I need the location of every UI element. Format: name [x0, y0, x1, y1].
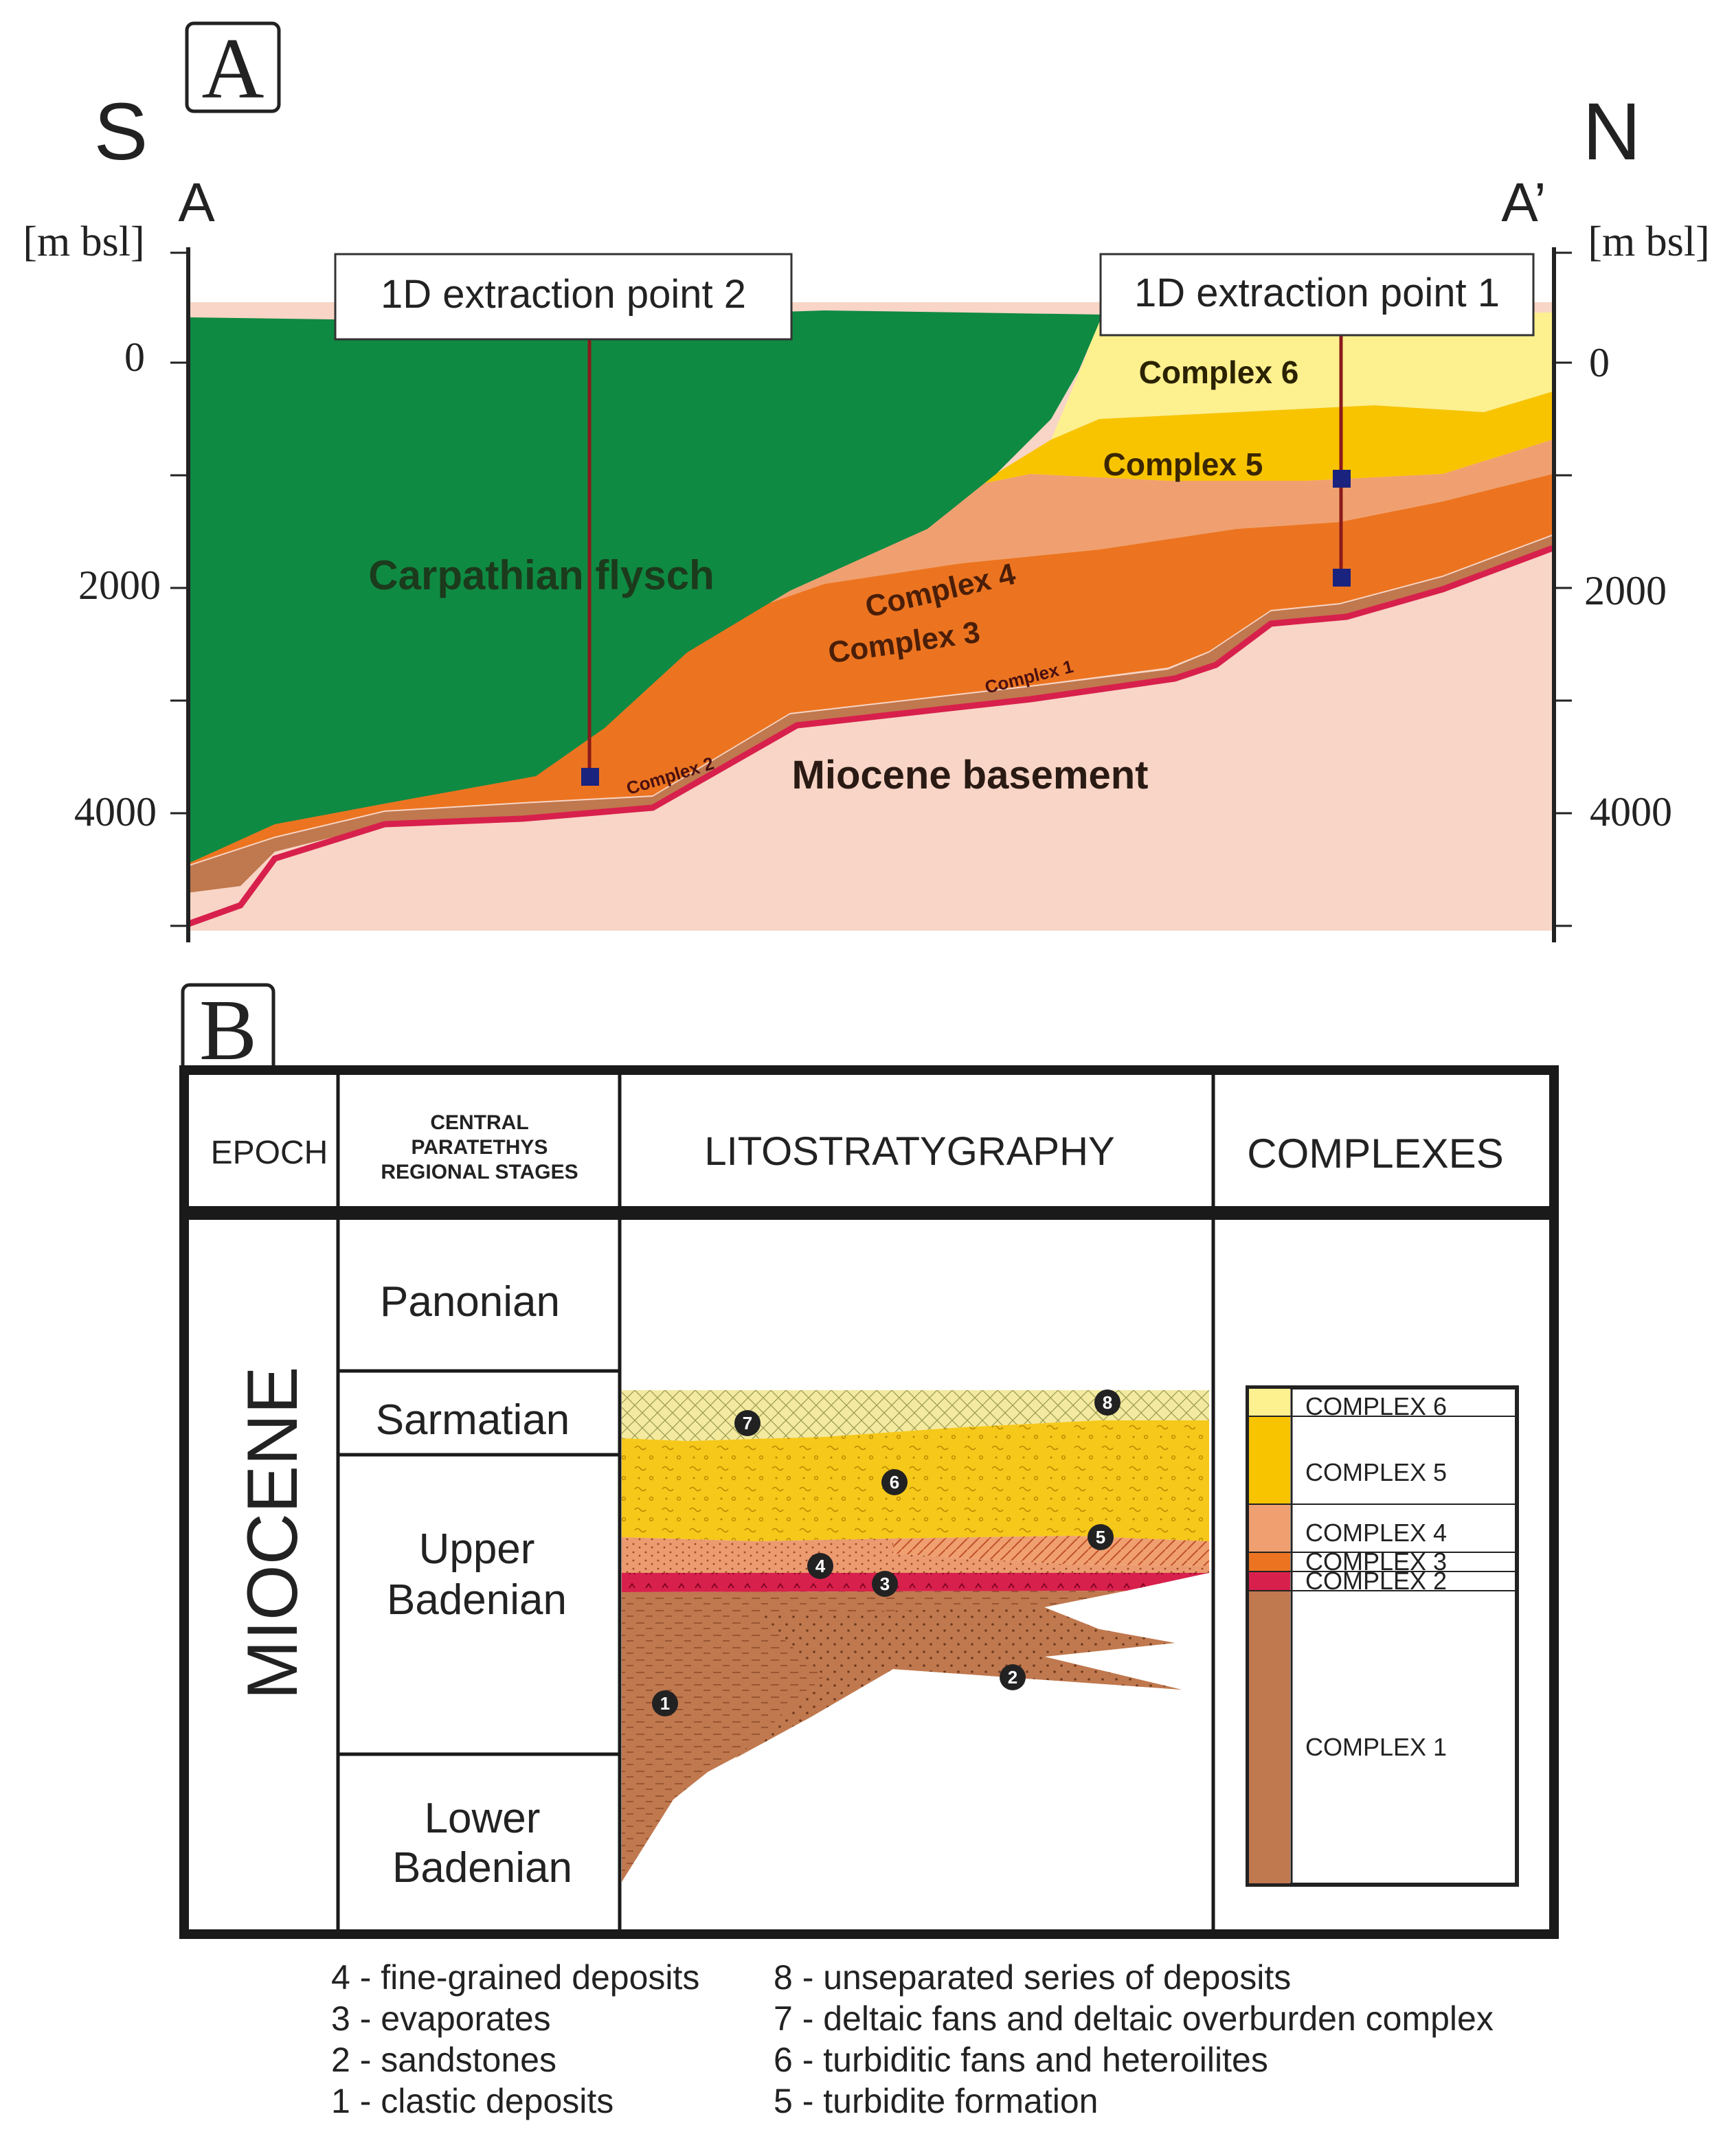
section-end-left: A [178, 172, 215, 233]
stage-lower-badenian-line-1: Lower [425, 1795, 541, 1842]
extraction-point-2-box [334, 253, 793, 341]
complex-4-swatch [1249, 1504, 1290, 1552]
complex-6-swatch [1249, 1389, 1290, 1416]
svg-text:3: 3 [880, 1574, 890, 1594]
panel-b: B EPOCH CENTRAL PARATETHYS REGIONAL STAG… [179, 983, 1559, 1939]
panel-a: A S N A A’ [m bsl] [m bsl] [23, 21, 1710, 942]
complex-5-swatch [1249, 1416, 1290, 1504]
complex-dividers [1249, 1416, 1516, 1591]
label-miocene-basement: Miocene basement [792, 753, 1149, 797]
tick-right-2000: 2000 [1584, 568, 1667, 613]
header-epoch: EPOCH [211, 1135, 328, 1171]
complex-6-label: COMPLEX 6 [1305, 1392, 1447, 1420]
marker-6: 6 [881, 1469, 908, 1495]
extraction-point-1-box [1099, 253, 1535, 337]
legend-right-5: 5 - turbidite formation [774, 2082, 1098, 2120]
legend-right-7: 7 - deltaic fans and deltaic overburden … [774, 1999, 1494, 2038]
stage-upper-badenian-line-2: Badenian [387, 1576, 567, 1624]
panel-a-label-box [185, 21, 281, 113]
marker-8: 8 [1094, 1389, 1121, 1416]
tick-left-4000: 4000 [74, 789, 157, 835]
legend-right-8: 8 - unseparated series of deposits [774, 1958, 1291, 1997]
svg-text:8: 8 [1103, 1392, 1112, 1413]
complex-1-swatch [1249, 1591, 1290, 1883]
extraction-marker-1-lower [1333, 569, 1351, 587]
complex-2-swatch [1249, 1571, 1290, 1591]
lithostratigraphy-column [622, 1390, 1209, 1882]
legend-right-6: 6 - turbiditic fans and heteroilites [774, 2041, 1268, 2079]
epoch-miocene: MIOCENE [233, 1366, 313, 1699]
direction-south: S [94, 87, 148, 177]
complex-2-layer [185, 545, 1554, 928]
header-complexes: COMPLEXES [1247, 1131, 1503, 1177]
complex-4-layer [412, 440, 1553, 742]
svg-text:4: 4 [815, 1556, 826, 1576]
complex-labels: COMPLEX 6 COMPLEX 5 COMPLEX 4 COMPLEX 3 … [1305, 1392, 1447, 1761]
marker-1: 1 [652, 1690, 678, 1716]
extraction-point-2-label: 1D extraction point 2 [381, 272, 746, 317]
header-stages-line-1: CENTRAL [430, 1111, 528, 1134]
section-end-right: A’ [1501, 172, 1546, 233]
complex-1-label: COMPLEX 1 [1305, 1733, 1447, 1761]
svg-text:2: 2 [1008, 1667, 1017, 1688]
litho-fine-grained [622, 1537, 1209, 1573]
litho-turbiditic-fans [622, 1420, 1209, 1541]
stage-lower-badenian-line-2: Badenian [392, 1844, 572, 1892]
complex-3-swatch [1249, 1552, 1290, 1571]
litho-sandstones [735, 1607, 1182, 1758]
label-complex-6: Complex 6 [1139, 354, 1299, 390]
stage-panonian: Panonian [380, 1278, 560, 1326]
direction-north: N [1582, 87, 1641, 177]
axis-unit-right: [m bsl] [1588, 218, 1709, 265]
marker-4: 4 [807, 1553, 833, 1579]
legend-left-2: 2 - sandstones [331, 2041, 556, 2079]
legend-left-4: 4 - fine-grained deposits [331, 1958, 699, 1997]
tick-right-0: 0 [1589, 340, 1610, 385]
extraction-point-1-label: 1D extraction point 1 [1134, 271, 1500, 315]
panel-a-label: A [202, 21, 264, 117]
marker-3: 3 [872, 1571, 898, 1597]
legend-left-1: 1 - clastic deposits [331, 2082, 613, 2120]
complex-4-label: COMPLEX 4 [1305, 1519, 1447, 1547]
header-stages: CENTRAL PARATETHYS REGIONAL STAGES [381, 1111, 578, 1183]
axis-unit-left: [m bsl] [23, 218, 144, 265]
complex-2-label: COMPLEX 2 [1305, 1567, 1447, 1595]
header-stages-line-2: PARATETHYS [412, 1136, 548, 1159]
complex-5-label: COMPLEX 5 [1305, 1458, 1447, 1486]
carpathian-flysch [187, 310, 1103, 864]
svg-text:6: 6 [890, 1472, 899, 1493]
litho-markers: 1 2 3 4 5 6 7 8 [652, 1389, 1121, 1716]
complex-6-layer [1051, 313, 1553, 440]
axis-ticks [170, 251, 1572, 927]
panel-b-label: B [199, 983, 257, 1078]
stage-sarmatian: Sarmatian [376, 1396, 570, 1444]
tick-left-2000: 2000 [78, 563, 161, 608]
extraction-marker-1-upper [1333, 470, 1351, 488]
legend-left-3: 3 - evaporates [331, 1999, 551, 2038]
litho-evaporates [622, 1573, 1209, 1592]
extraction-marker-2 [581, 768, 599, 786]
svg-text:5: 5 [1096, 1527, 1105, 1547]
litho-turbidite-formation [893, 1536, 1209, 1566]
header-litostratygraphy: LITOSTRATYGRAPHY [704, 1129, 1114, 1174]
complex-3-label: COMPLEX 3 [1305, 1547, 1447, 1576]
marker-5: 5 [1088, 1524, 1114, 1550]
svg-text:1: 1 [660, 1693, 670, 1714]
label-complex-5: Complex 5 [1103, 446, 1263, 482]
marker-2: 2 [1000, 1664, 1026, 1690]
complex-5-layer [790, 392, 1553, 536]
tick-right-4000: 4000 [1590, 789, 1672, 835]
label-carpathian-flysch: Carpathian flysch [368, 552, 714, 598]
legend: 4 - fine-grained deposits 3 - evaporates… [331, 1958, 1494, 2120]
complexes-column: COMPLEX 6 COMPLEX 5 COMPLEX 4 COMPLEX 3 … [1246, 1385, 1519, 1887]
tick-left-0: 0 [124, 334, 145, 380]
svg-text:7: 7 [743, 1413, 752, 1433]
litho-deltaic [622, 1390, 1209, 1441]
header-stages-line-3: REGIONAL STAGES [381, 1161, 578, 1183]
stage-upper-badenian-line-1: Upper [419, 1525, 535, 1573]
marker-7: 7 [734, 1410, 761, 1436]
